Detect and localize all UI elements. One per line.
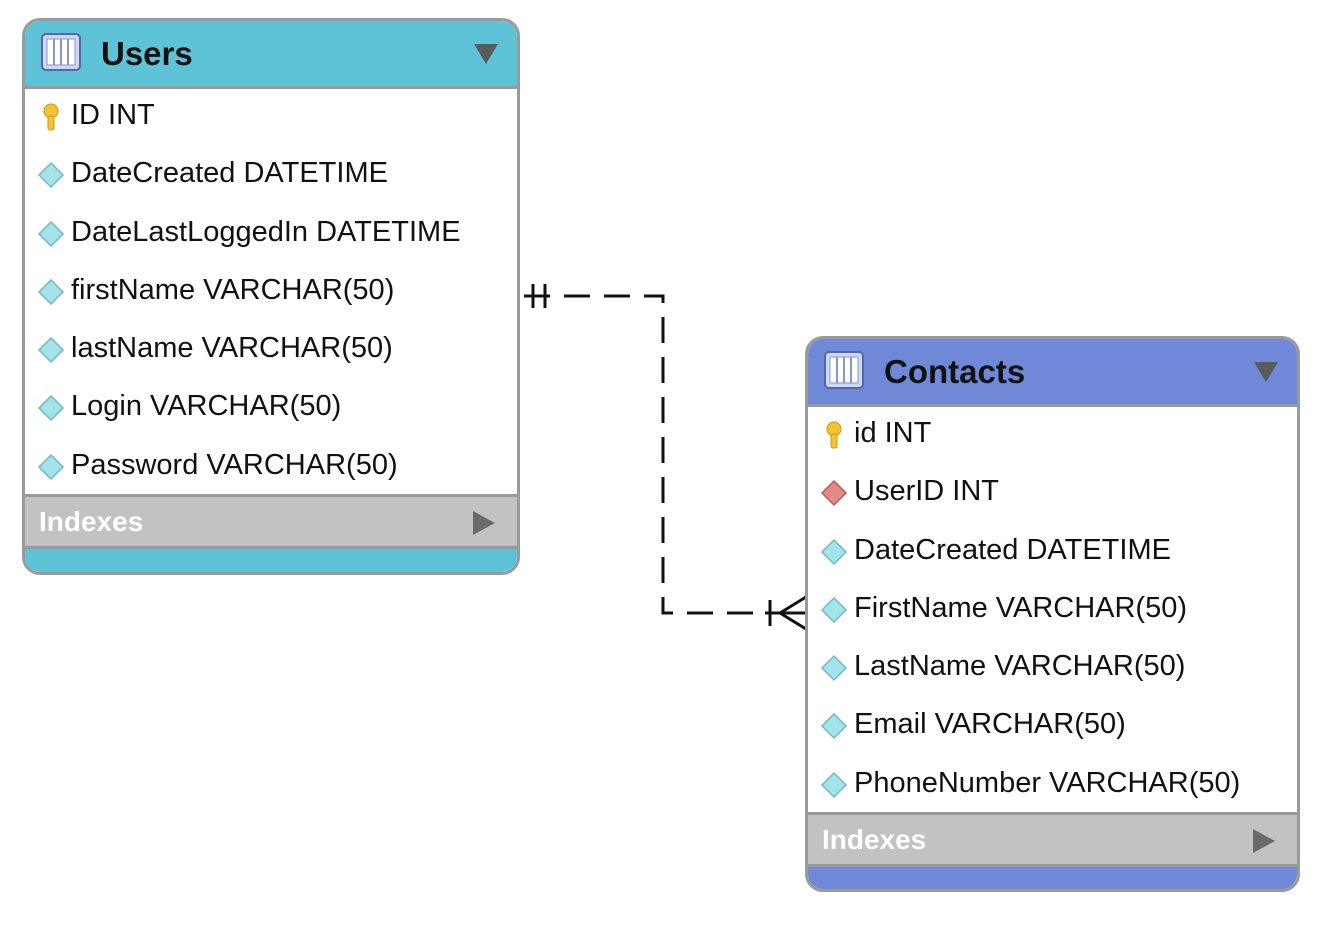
column-row-datecreated[interactable]: DateCreated DATETIME [808, 524, 1297, 582]
column-row-firstname[interactable]: firstName VARCHAR(50) [25, 264, 517, 322]
primary-key-icon [43, 103, 59, 131]
primary-key-icon [826, 421, 842, 449]
column-label: DateCreated DATETIME [854, 533, 1171, 566]
column-row-lastname[interactable]: LastName VARCHAR(50) [808, 640, 1297, 698]
column-diamond-icon [820, 596, 848, 623]
column-row-datelastloggedin[interactable]: DateLastLoggedIn DATETIME [25, 206, 517, 264]
column-diamond-icon [37, 395, 65, 422]
column-label: DateCreated DATETIME [71, 157, 388, 190]
indexes-label: Indexes [39, 506, 144, 537]
indexes-label: Indexes [822, 824, 927, 855]
one-and-only-one-marker [524, 284, 550, 308]
table-icon [41, 33, 81, 71]
column-diamond-icon [37, 162, 65, 189]
column-label: id INT [854, 417, 932, 449]
expand-triangle-icon[interactable] [471, 509, 497, 537]
contacts-column-list: id INT UserID INT DateCreated DATETIME F… [808, 407, 1297, 815]
column-diamond-icon [37, 453, 65, 480]
column-diamond-icon [820, 538, 848, 565]
column-diamond-icon [820, 771, 848, 798]
column-label: DateLastLoggedIn DATETIME [71, 215, 461, 248]
column-label: Password VARCHAR(50) [71, 448, 398, 481]
column-label: lastName VARCHAR(50) [71, 332, 393, 365]
foreign-key-diamond-icon [820, 480, 848, 507]
one-or-many-marker [765, 595, 807, 631]
users-column-list: ID INT DateCreated DATETIME DateLastLogg… [25, 89, 517, 497]
indexes-section[interactable]: Indexes [25, 494, 517, 549]
column-row-password[interactable]: Password VARCHAR(50) [25, 439, 517, 497]
contacts-table-footer [808, 867, 1297, 889]
table-title: Users [101, 35, 193, 72]
column-diamond-icon [37, 220, 65, 247]
users-table-footer [25, 549, 517, 572]
column-diamond-icon [37, 337, 65, 364]
column-label: ID INT [71, 99, 155, 131]
contacts-table-header[interactable]: Contacts [808, 339, 1297, 407]
collapse-triangle-icon[interactable] [473, 43, 499, 65]
column-row-id[interactable]: ID INT [25, 89, 517, 147]
column-label: Login VARCHAR(50) [71, 390, 342, 423]
column-label: UserID INT [854, 475, 999, 508]
column-row-login[interactable]: Login VARCHAR(50) [25, 380, 517, 438]
column-row-id[interactable]: id INT [808, 407, 1297, 465]
column-row-datecreated[interactable]: DateCreated DATETIME [25, 147, 517, 205]
column-row-lastname[interactable]: lastName VARCHAR(50) [25, 322, 517, 380]
column-diamond-icon [820, 655, 848, 682]
column-label: FirstName VARCHAR(50) [854, 591, 1188, 624]
table-icon [824, 351, 864, 389]
column-label: LastName VARCHAR(50) [854, 650, 1186, 683]
column-label: firstName VARCHAR(50) [71, 273, 395, 306]
relationship-line [524, 294, 770, 615]
column-diamond-icon [37, 278, 65, 305]
indexes-section[interactable]: Indexes [808, 812, 1297, 867]
column-row-email[interactable]: Email VARCHAR(50) [808, 698, 1297, 756]
collapse-triangle-icon[interactable] [1253, 361, 1279, 383]
column-label: PhoneNumber VARCHAR(50) [854, 766, 1241, 799]
users-table[interactable]: Users ID INT DateCreated DATETIME DateLa… [22, 18, 520, 575]
expand-triangle-icon[interactable] [1251, 827, 1277, 855]
column-row-firstname[interactable]: FirstName VARCHAR(50) [808, 582, 1297, 640]
column-row-phonenumber[interactable]: PhoneNumber VARCHAR(50) [808, 757, 1297, 815]
column-diamond-icon [820, 713, 848, 740]
table-title: Contacts [884, 353, 1026, 390]
column-label: Email VARCHAR(50) [854, 708, 1126, 741]
contacts-table[interactable]: Contacts id INT UserID INT DateCreated D… [805, 336, 1300, 892]
column-row-userid[interactable]: UserID INT [808, 465, 1297, 523]
users-table-header[interactable]: Users [25, 21, 517, 89]
